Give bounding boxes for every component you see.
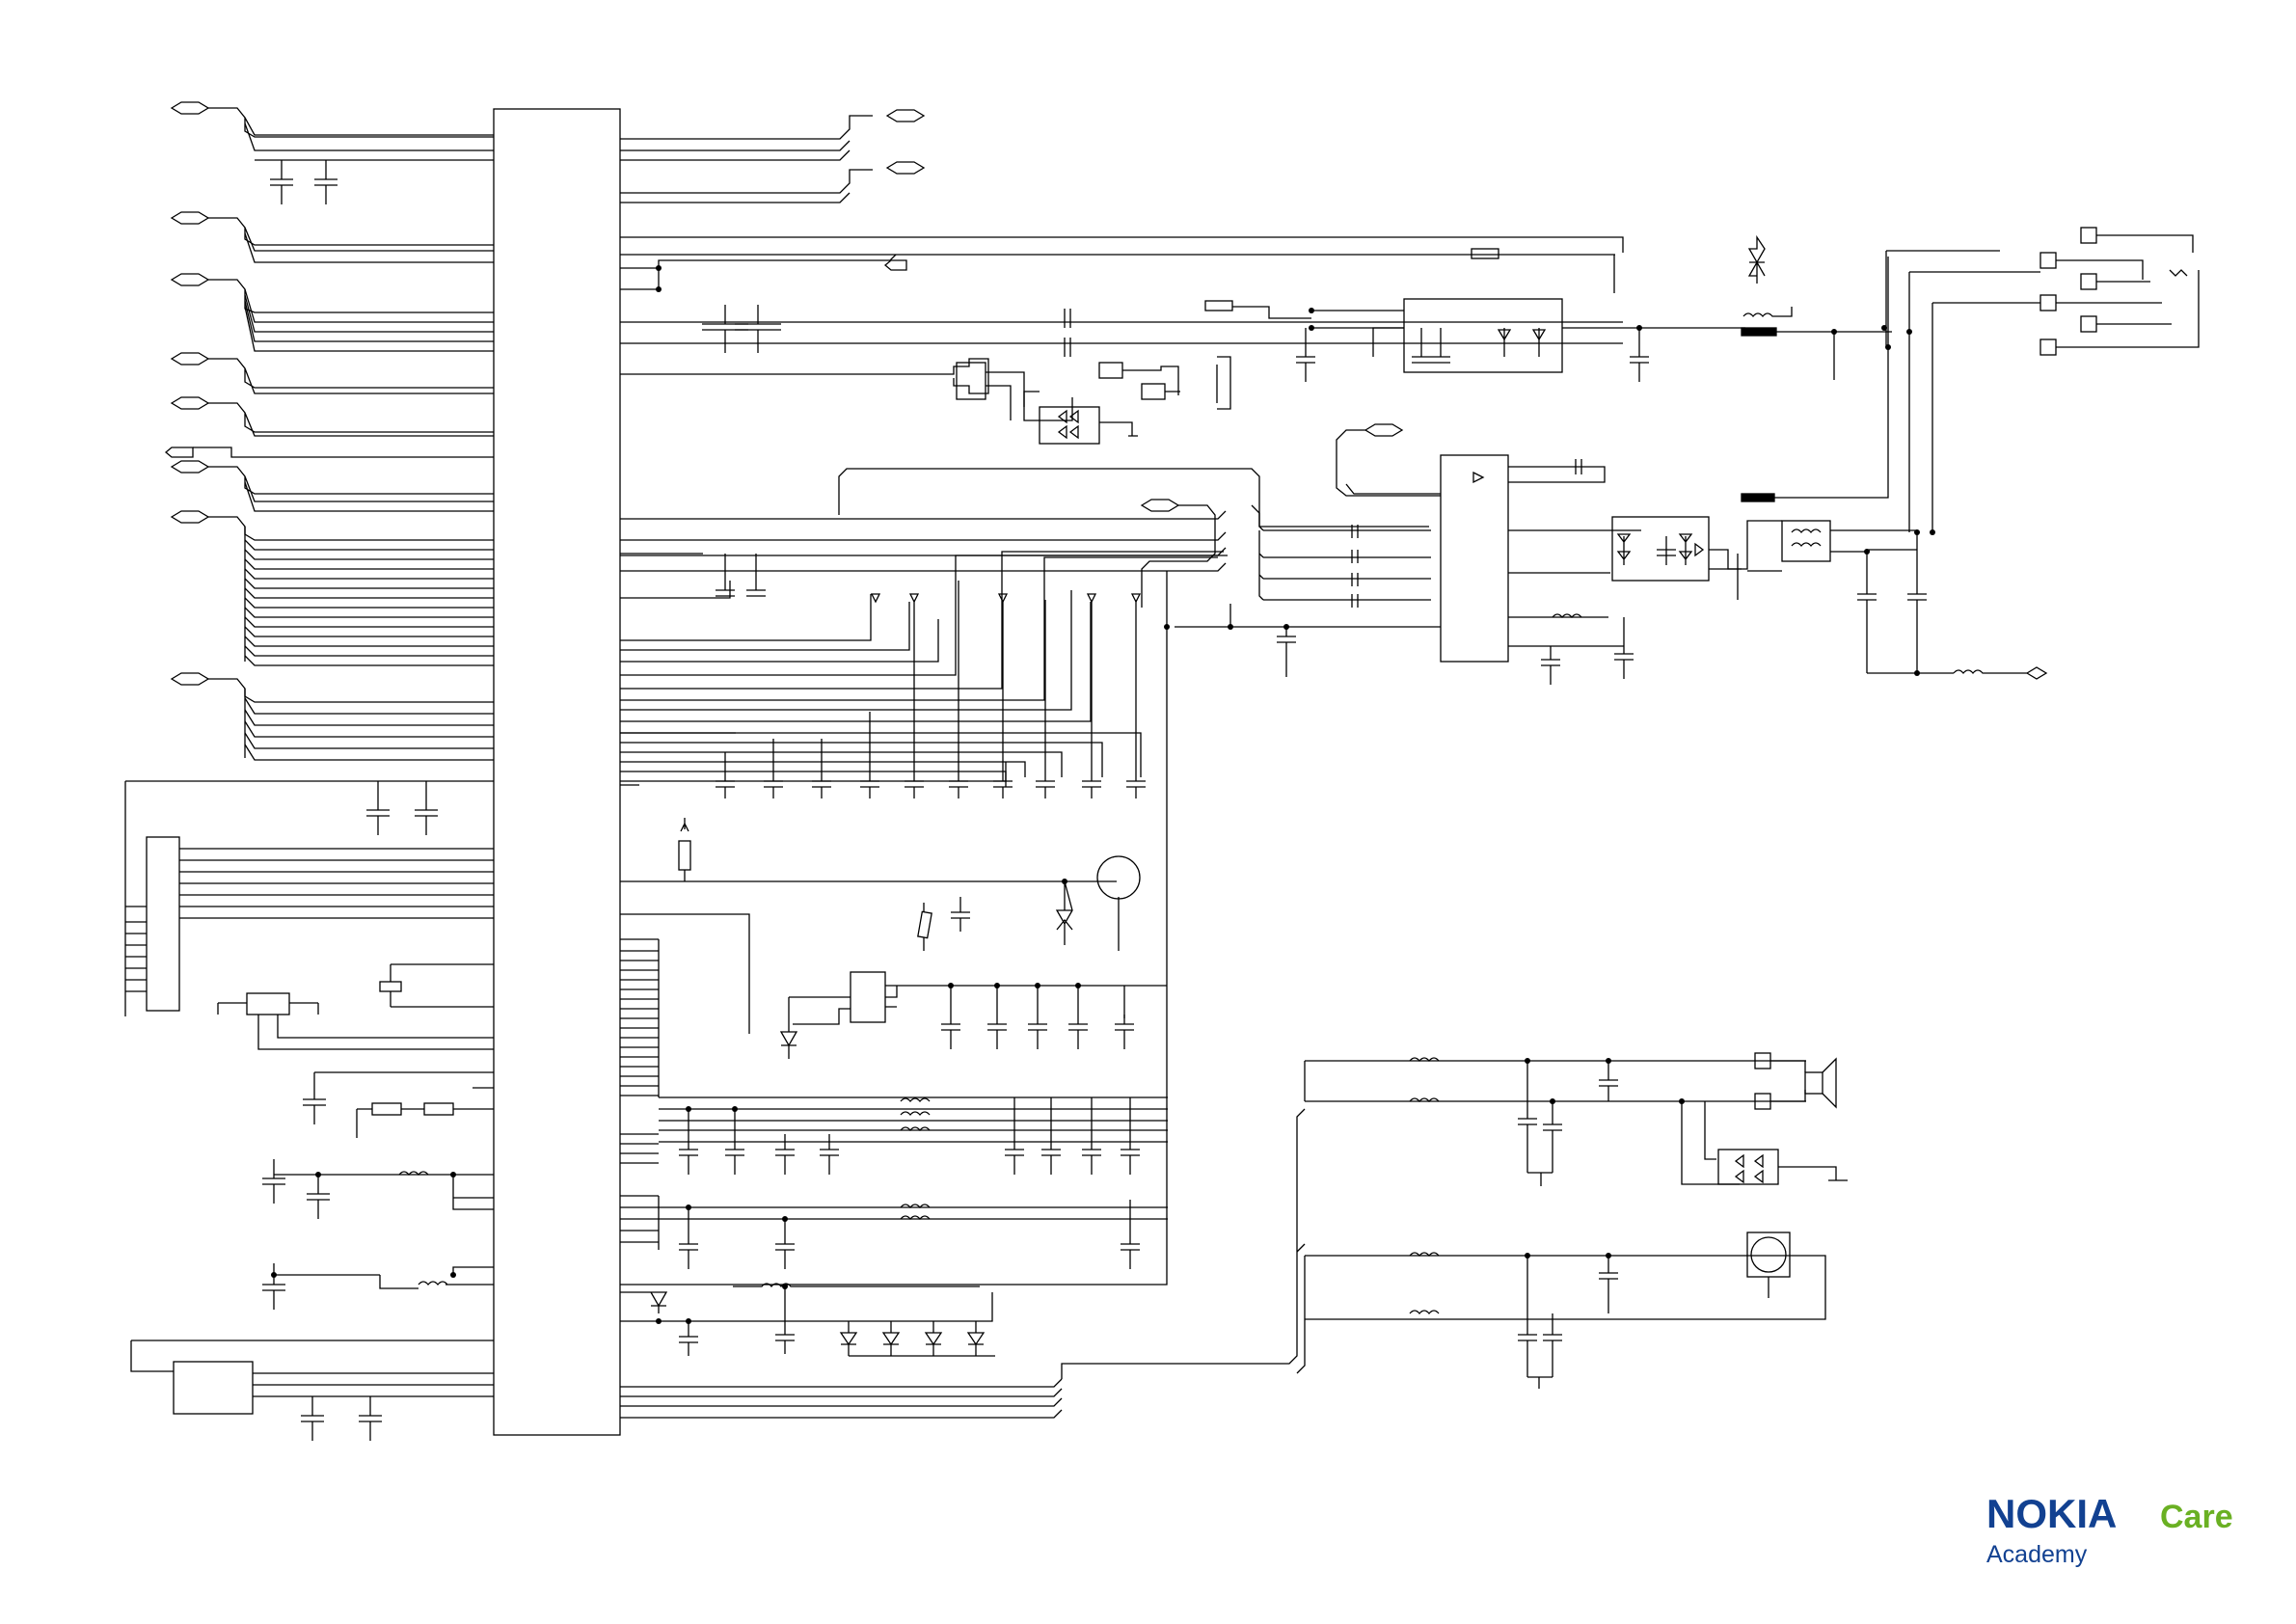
left-connector-5 [172, 397, 208, 409]
loudspeaker [1805, 1072, 1823, 1094]
left-connector-3 [172, 274, 208, 285]
regulator-ic [851, 972, 885, 1022]
logo-academy: Academy [1986, 1541, 2088, 1568]
logo-sub: Care [2160, 1499, 2233, 1535]
earpiece [1747, 1232, 1790, 1277]
right-connector-1 [887, 110, 924, 122]
left-connector-4 [172, 353, 208, 365]
wires [125, 102, 2199, 1441]
right-connector-2 [887, 162, 924, 174]
nokia-care-logo: NOKIA Care Academy [1986, 1491, 2233, 1568]
left-connector-2 [172, 212, 208, 224]
left-connector-1 [172, 102, 208, 114]
right-connector-4 [1365, 424, 1402, 436]
crystal [380, 982, 401, 991]
left-connector-7 [172, 461, 208, 473]
left-connector-block [147, 837, 179, 1011]
audio-amp-ic [1441, 455, 1508, 662]
main-ic [494, 109, 620, 1435]
diode-bridge [1612, 517, 1709, 581]
right-connector-5 [2012, 667, 2046, 679]
left-connector-9 [172, 673, 208, 685]
left-regulator [247, 993, 289, 1015]
sim-block [174, 1362, 253, 1414]
right-connector-3 [885, 260, 906, 270]
diode-pair [1040, 407, 1099, 444]
transformer [1782, 521, 1830, 561]
logo-brand: NOKIA [1986, 1491, 2117, 1536]
junction-dots [271, 265, 1935, 1324]
right-connector-6 [1142, 500, 1178, 511]
left-connector-6 [166, 447, 193, 457]
speaker-diode-pair [1718, 1150, 1778, 1184]
left-connector-8 [172, 511, 208, 523]
vibra-motor [1097, 856, 1140, 899]
led-array [841, 1321, 995, 1356]
